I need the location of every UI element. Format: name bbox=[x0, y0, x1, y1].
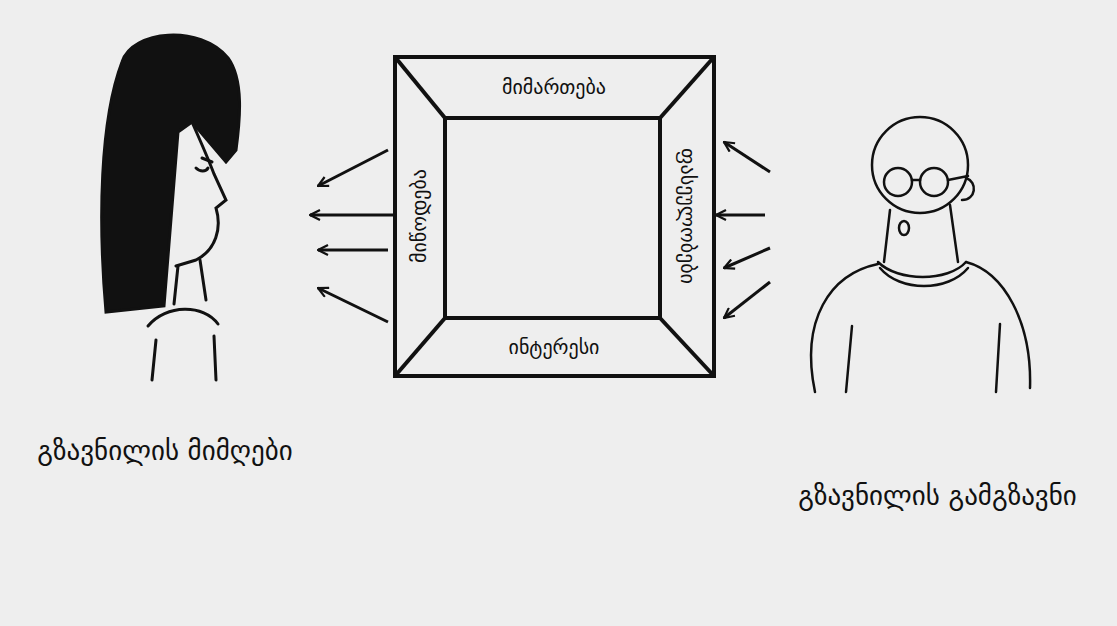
sender-node: გზავნილის გამგზავნი bbox=[765, 110, 1110, 525]
frame-node: მიმართება ფასეულობები ინტერესი მიწოდება bbox=[393, 55, 716, 378]
flow-arrow bbox=[716, 214, 765, 217]
figure-caption: გზავნილის მიმღები bbox=[37, 435, 292, 466]
frame-outline bbox=[393, 55, 716, 378]
receiver-figure bbox=[102, 35, 240, 380]
figure-caption: გზავნილის გამგზავნი bbox=[798, 480, 1077, 511]
flow-arrow bbox=[310, 214, 393, 217]
frame-side-label: მიწოდება bbox=[407, 169, 431, 263]
frame-side-label: ფასეულობები bbox=[676, 148, 700, 284]
frame-side-label: მიმართება bbox=[502, 75, 606, 99]
frame-side-label: ინტერესი bbox=[509, 335, 600, 359]
receiver-node: გზავნილის მიმღები bbox=[20, 25, 310, 480]
sender-figure bbox=[811, 117, 1030, 392]
